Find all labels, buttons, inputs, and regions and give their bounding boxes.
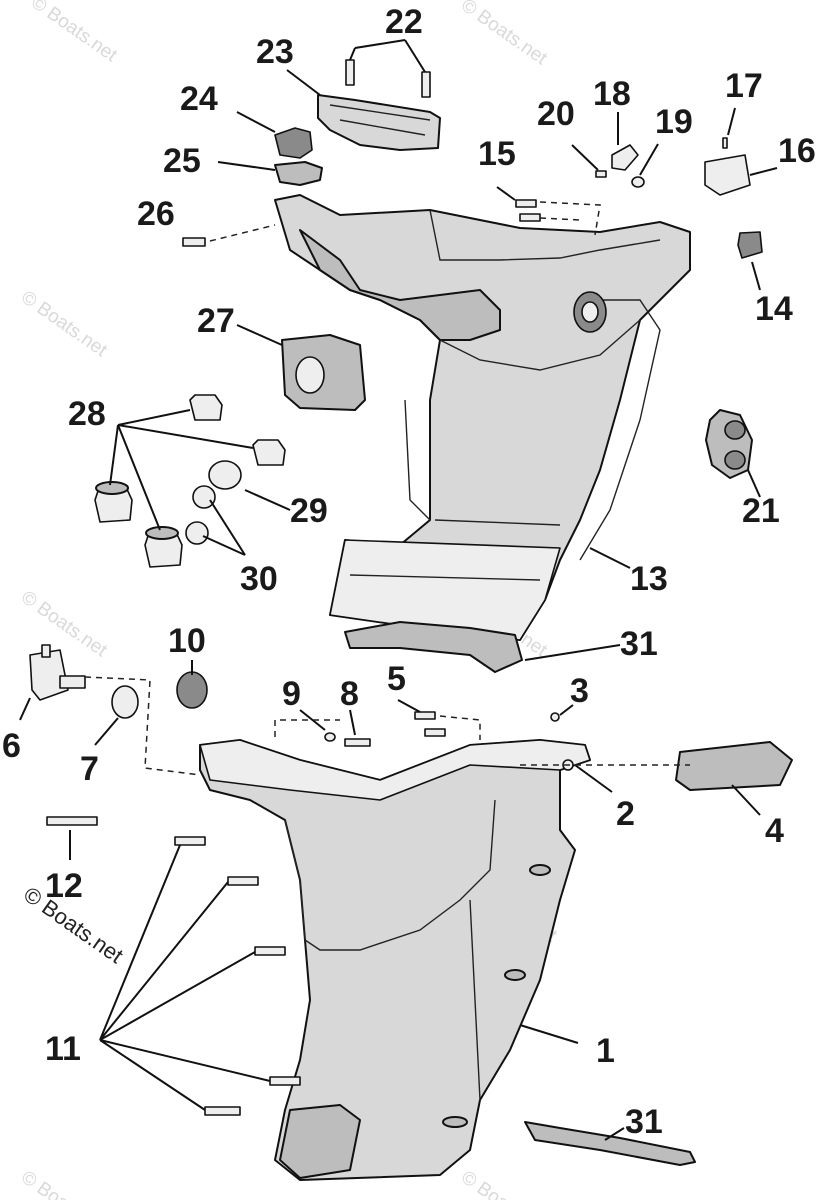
callout-21: 21: [742, 492, 780, 530]
screws-top: [182, 59, 541, 247]
callout-13: 13: [630, 560, 668, 598]
callout-10: 10: [168, 622, 206, 660]
callout-5: 5: [387, 660, 406, 698]
callout-7: 7: [80, 750, 99, 788]
part-17: [722, 137, 728, 149]
bracket-part-23: [317, 94, 441, 151]
callout-3: 3: [570, 672, 589, 710]
part-18: [611, 144, 639, 171]
part-7: [111, 685, 139, 719]
callout-31-lower: 31: [625, 1103, 663, 1141]
watermark: © Boats.net: [17, 287, 111, 362]
upper-lower-cowl-part-13: [274, 194, 691, 641]
callout-8: 8: [340, 675, 359, 713]
callout-22: 22: [385, 3, 423, 41]
grommets-part-28: [94, 394, 286, 568]
callout-14: 14: [755, 290, 793, 328]
part-25: [274, 161, 323, 186]
callout-labels: 1 2 3 4 5 6 7 8 9 10 11 12 13 14 15 16 1…: [2, 3, 816, 1141]
part-19: [631, 176, 645, 188]
part-6: [29, 644, 86, 701]
callout-1: 1: [596, 1032, 615, 1070]
callout-27: 27: [197, 302, 235, 340]
callout-4: 4: [765, 812, 784, 850]
callout-12: 12: [45, 867, 83, 905]
watermark: © Boats.net: [457, 0, 551, 70]
callout-6: 6: [2, 727, 21, 765]
callout-15: 15: [478, 135, 516, 173]
strip-part-31-lower: [524, 1121, 696, 1166]
part-21: [705, 409, 753, 479]
callout-2: 2: [616, 795, 635, 833]
callout-11: 11: [45, 1030, 81, 1068]
watermark: © Boats.net: [27, 0, 121, 67]
callout-26: 26: [137, 195, 175, 233]
lower-cowl-part-1: [199, 739, 591, 1181]
part-24: [274, 127, 313, 159]
watermark: © Boats.net: [457, 1167, 551, 1200]
callout-9: 9: [282, 675, 301, 713]
callout-29: 29: [290, 492, 328, 530]
watermark: © Boats.net: [17, 1167, 111, 1200]
callout-18: 18: [593, 75, 631, 113]
callout-17: 17: [725, 67, 763, 105]
watermark: © Boats.net: [17, 587, 111, 662]
strip-part-31-upper: [344, 621, 523, 673]
part-20: [595, 170, 607, 178]
part-27: [281, 334, 366, 411]
callout-24: 24: [180, 80, 218, 118]
callout-31-upper: 31: [620, 625, 658, 663]
part-10: [176, 671, 208, 709]
callout-19: 19: [655, 103, 693, 141]
callout-30: 30: [240, 560, 278, 598]
callout-23: 23: [256, 33, 294, 71]
part-16: [704, 154, 751, 196]
callout-25: 25: [163, 142, 201, 180]
part-14: [737, 231, 763, 259]
part-4: [675, 741, 793, 791]
leader-lines: [19, 39, 778, 1141]
assembly-dashed-lines: [84, 201, 690, 776]
washers-part-29-30: [185, 460, 242, 545]
callout-28: 28: [68, 395, 106, 433]
screws-lower: [46, 711, 574, 1116]
callout-16: 16: [778, 132, 816, 170]
callout-20: 20: [537, 95, 575, 133]
